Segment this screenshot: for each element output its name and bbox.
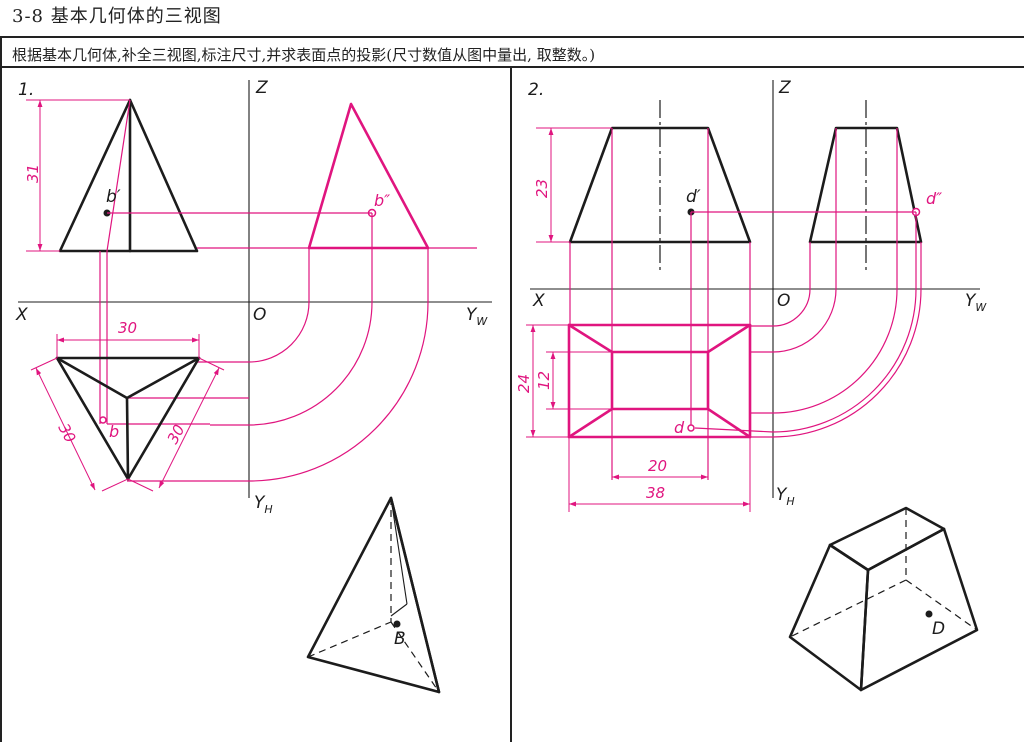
- p1-x-label: X: [15, 305, 28, 325]
- p2-dim-width-inner: 20: [648, 457, 667, 475]
- p1-projection-lines: [99, 212, 429, 482]
- p1-front-view: b′: [58, 98, 199, 253]
- p1-label-B-iso: B: [394, 629, 406, 649]
- p1-point-B-iso: [393, 620, 401, 628]
- p2-front-view: d′: [568, 100, 752, 270]
- panel-divider: [510, 68, 512, 742]
- p2-dim-depth-inner: 12: [535, 371, 553, 390]
- instruction-text: 根据基本几何体,补全三视图,标注尺寸,并求表面点的投影(尺寸数值从图中量出, 取…: [12, 46, 596, 64]
- p1-yw-label: YW: [466, 305, 488, 328]
- p1-point-b-top: [99, 416, 107, 424]
- p1-isometric: B: [306, 496, 441, 694]
- p2-top-view: d: [567, 323, 752, 439]
- p1-label-b-side: b″: [374, 191, 390, 210]
- p2-label-d-side: d″: [926, 189, 942, 208]
- p2-point-D-iso: [925, 610, 933, 618]
- p2-dim-depth-outer: 24: [515, 374, 533, 393]
- p1-dim-side-left: 30: [54, 420, 79, 445]
- p1-z-label: Z: [255, 78, 268, 98]
- problem-1-number: 1.: [18, 80, 34, 100]
- p2-label-d-top: d: [674, 418, 685, 437]
- p2-label-d-front: d′: [686, 187, 701, 207]
- p2-side-view: d″: [808, 100, 942, 270]
- p1-label-b-front: b′: [106, 187, 121, 207]
- p1-dim-height: 31: [24, 164, 42, 183]
- problem-2: 2. Z X O YW YH d′ d″: [515, 78, 987, 692]
- p1-side-view: b″: [197, 102, 477, 250]
- problem-2-number: 2.: [528, 80, 544, 100]
- p2-z-label: Z: [778, 78, 791, 98]
- p1-dim-width: 30: [118, 319, 137, 337]
- p2-yh-label: YH: [776, 485, 795, 508]
- p2-label-D-iso: D: [932, 619, 945, 639]
- p2-projection-lines: [569, 128, 922, 480]
- p2-dim-width-outer: 38: [646, 484, 665, 502]
- p2-point-d-top: [687, 424, 695, 432]
- p2-x-label: X: [532, 291, 545, 311]
- p2-dimensions: 23 24 12 20 38: [515, 127, 751, 512]
- sheet-title: 3-8 基本几何体的三视图: [12, 6, 222, 27]
- p2-isometric: D: [788, 506, 979, 692]
- p1-top-view: b: [55, 356, 201, 481]
- p1-origin-label: O: [253, 305, 266, 325]
- instruction-bar: 根据基本几何体,补全三视图,标注尺寸,并求表面点的投影(尺寸数值从图中量出, 取…: [2, 38, 1024, 68]
- p2-axes: Z X O YW YH: [530, 78, 987, 508]
- drawing-frame: [0, 36, 1024, 742]
- p1-axes: Z X O YW YH: [15, 78, 492, 516]
- p2-dim-height: 23: [533, 179, 551, 198]
- p1-dimensions: 31 30 30 30: [24, 99, 225, 492]
- p1-label-b-top: b: [109, 422, 119, 441]
- p2-origin-label: O: [777, 291, 790, 311]
- p1-yh-label: YH: [254, 493, 273, 516]
- sheet-header: 3-8 基本几何体的三视图: [0, 0, 1024, 36]
- p2-yw-label: YW: [965, 291, 987, 314]
- p1-dim-side-right: 30: [164, 422, 189, 447]
- problem-1: 1. Z X O YW YH b′ b″: [15, 78, 492, 694]
